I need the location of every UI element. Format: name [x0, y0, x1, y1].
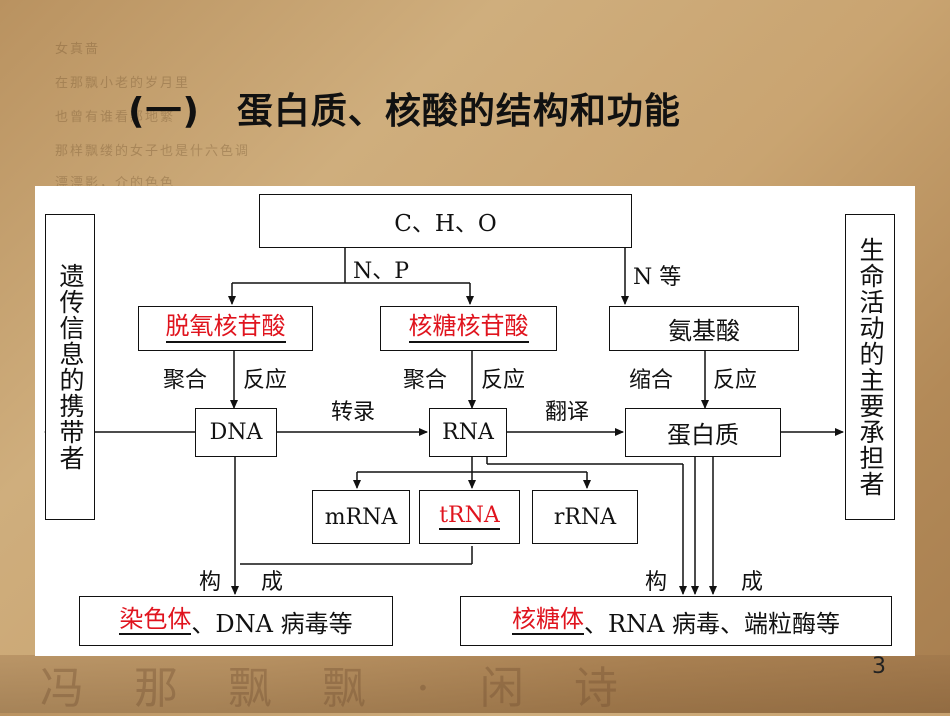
reaction-label-1: 反应: [243, 368, 288, 393]
dna-box: DNA: [195, 408, 277, 457]
condense-label: 缩合: [629, 368, 674, 393]
reaction-label-2: 反应: [481, 368, 526, 393]
ribosome-label: 核糖体: [511, 606, 584, 636]
genetic-info-carrier-box: 遗传信息的携带者: [45, 214, 95, 520]
polymerize-label-2: 聚合: [403, 368, 448, 393]
bottom-calligraphy: 冯 那 飘 飘 · 闲 诗: [40, 663, 636, 714]
deoxyribonucleotide-box: 脱氧核苷酸: [138, 306, 313, 351]
chromosome-rest-label: 、DNA 病毒等: [191, 609, 353, 638]
chromosome-label: 染色体: [119, 606, 192, 636]
ribosome-rest-label: 、RNA 病毒、端粒酶等: [583, 609, 841, 638]
trna-box: tRNA: [419, 490, 520, 544]
ribonucleotide-label: 核糖核苷酸: [408, 314, 529, 343]
background-poem-line-4: 那样飘缕的女子也是什六色调: [55, 144, 251, 159]
rrna-box: rRNA: [532, 490, 638, 544]
edge-label-np: N、P: [353, 259, 410, 284]
diagram-panel: 遗传信息的携带者 生命活动的主要承担者 C、H、O N、P N 等 脱氧核苷酸 …: [35, 186, 915, 656]
connector-arrows: [44, 248, 844, 595]
compose-label-gou-1: 构: [199, 570, 222, 595]
page-number: 3: [872, 654, 886, 679]
elements-cho-box: C、H、O: [259, 194, 632, 248]
ribonucleotide-box: 核糖核苷酸: [380, 306, 557, 351]
edge-label-n: N 等: [633, 265, 682, 290]
chromosome-box: 染色体、DNA 病毒等: [79, 596, 393, 646]
polymerize-label-1: 聚合: [163, 368, 208, 393]
compose-label-cheng-1: 成: [261, 570, 284, 595]
background-poem-line-1: 女真啬: [55, 42, 101, 57]
mrna-box: mRNA: [312, 490, 410, 544]
reaction-label-3: 反应: [713, 368, 758, 393]
compose-label-cheng-2: 成: [741, 570, 764, 595]
deoxyribonucleotide-label: 脱氧核苷酸: [165, 314, 286, 343]
trna-label: tRNA: [439, 504, 500, 531]
compose-label-gou-2: 构: [645, 570, 668, 595]
translation-label: 翻译: [545, 400, 590, 425]
rna-box: RNA: [429, 408, 507, 457]
slide-title: (一) 蛋白质、核酸的结构和功能: [128, 91, 681, 132]
protein-box: 蛋白质: [625, 408, 781, 457]
background-poem-line-2: 在那飘小老的岁月里: [55, 76, 191, 91]
ribosome-box: 核糖体、RNA 病毒、端粒酶等: [460, 596, 892, 646]
background-poem-line-3: 也曾有谁看那地繁: [55, 110, 176, 125]
life-activity-bearer-box: 生命活动的主要承担者: [845, 214, 895, 520]
transcription-label: 转录: [331, 400, 376, 425]
amino-acid-box: 氨基酸: [609, 306, 799, 351]
bottom-decor-band: [0, 655, 950, 713]
